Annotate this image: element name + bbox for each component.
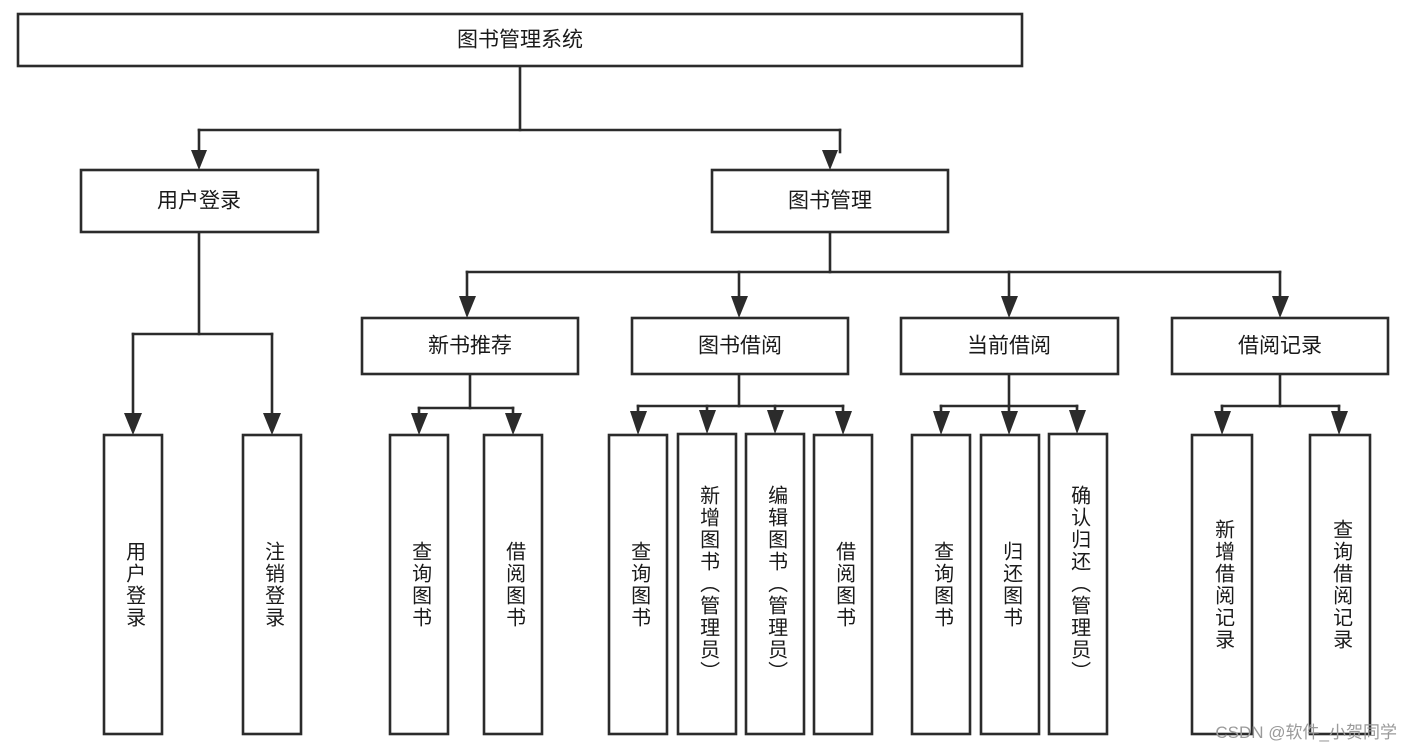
connector-user-login-to-leaves xyxy=(124,230,281,435)
connector-current-borrow-to-leaves xyxy=(933,372,1086,435)
node-user-login-label: 用户登录 xyxy=(157,190,241,213)
connector-borrow-record-to-leaves xyxy=(1214,372,1348,435)
leaf-user-login-login[interactable] xyxy=(102,433,164,736)
leaf-current-borrow-return[interactable] xyxy=(979,433,1041,736)
leaf-current-borrow-query[interactable] xyxy=(910,433,972,736)
connector-new-book-to-leaves xyxy=(411,372,522,435)
node-new-book-recommend[interactable] xyxy=(360,316,580,376)
node-root-library-management-system[interactable] xyxy=(16,12,1024,68)
leaf-current-borrow-confirm[interactable] xyxy=(1047,432,1109,736)
node-book-borrow[interactable] xyxy=(630,316,850,376)
leaf-new-book-borrow[interactable] xyxy=(482,433,544,736)
connector-book-borrow-to-leaves xyxy=(630,372,852,435)
csdn-watermark: CSDN @软件_小贺同学 xyxy=(1215,723,1397,742)
leaf-book-borrow-lend[interactable] xyxy=(812,433,874,736)
node-current-borrow-label: 当前借阅 xyxy=(967,335,1051,358)
leaf-new-book-query[interactable] xyxy=(388,433,450,736)
connector-root-to-level2 xyxy=(191,64,842,170)
node-borrow-record[interactable] xyxy=(1170,316,1390,376)
node-borrow-record-label: 借阅记录 xyxy=(1238,335,1322,358)
node-current-borrow[interactable] xyxy=(899,316,1120,376)
leaf-book-borrow-query[interactable] xyxy=(607,433,669,736)
leaf-book-borrow-edit[interactable] xyxy=(744,432,806,736)
node-new-book-recommend-label: 新书推荐 xyxy=(428,335,512,358)
leaf-borrow-record-query[interactable] xyxy=(1308,433,1372,736)
node-book-borrow-label: 图书借阅 xyxy=(698,335,782,358)
leaf-book-borrow-add[interactable] xyxy=(676,432,738,736)
node-user-login[interactable] xyxy=(79,168,320,234)
node-book-management-label: 图书管理 xyxy=(788,190,872,213)
node-root-label: 图书管理系统 xyxy=(457,29,583,52)
leaf-borrow-record-add[interactable] xyxy=(1190,433,1254,736)
leaf-user-login-logout[interactable] xyxy=(241,433,303,736)
connector-book-management-to-level3 xyxy=(459,230,1289,318)
node-book-management[interactable] xyxy=(710,168,950,234)
